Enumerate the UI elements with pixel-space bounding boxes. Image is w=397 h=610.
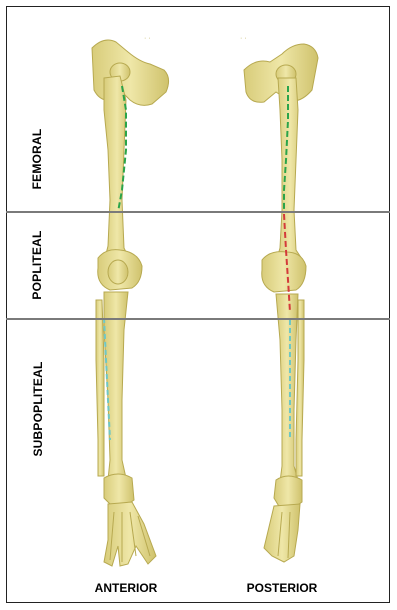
posterior-tiny-label: · · [240,35,247,42]
view-label-posterior: POSTERIOR [222,581,342,595]
anterior-tiny-label: · · [144,35,151,42]
popliteal-subpopliteal-divider [6,318,390,320]
anterior-patella [108,260,128,284]
posterior-leg-skeleton [244,44,318,562]
view-label-anterior: ANTERIOR [66,581,186,595]
posterior-knee [262,252,306,292]
femoral-popliteal-divider [6,211,390,213]
anterior-femur [104,76,130,262]
posterior-ankle [274,476,302,508]
anterior-fibula [96,300,104,476]
region-label-popliteal: POPLITEAL [30,220,44,310]
posterior-femur [276,78,304,262]
anterior-ankle [104,474,134,506]
posterior-fibula [296,300,304,476]
posterior-tibia [276,294,298,482]
region-label-femoral: FEMORAL [30,114,44,204]
region-label-subpopliteal: SUBPOPLITEAL [31,349,45,469]
anterior-leg-skeleton [92,40,169,566]
